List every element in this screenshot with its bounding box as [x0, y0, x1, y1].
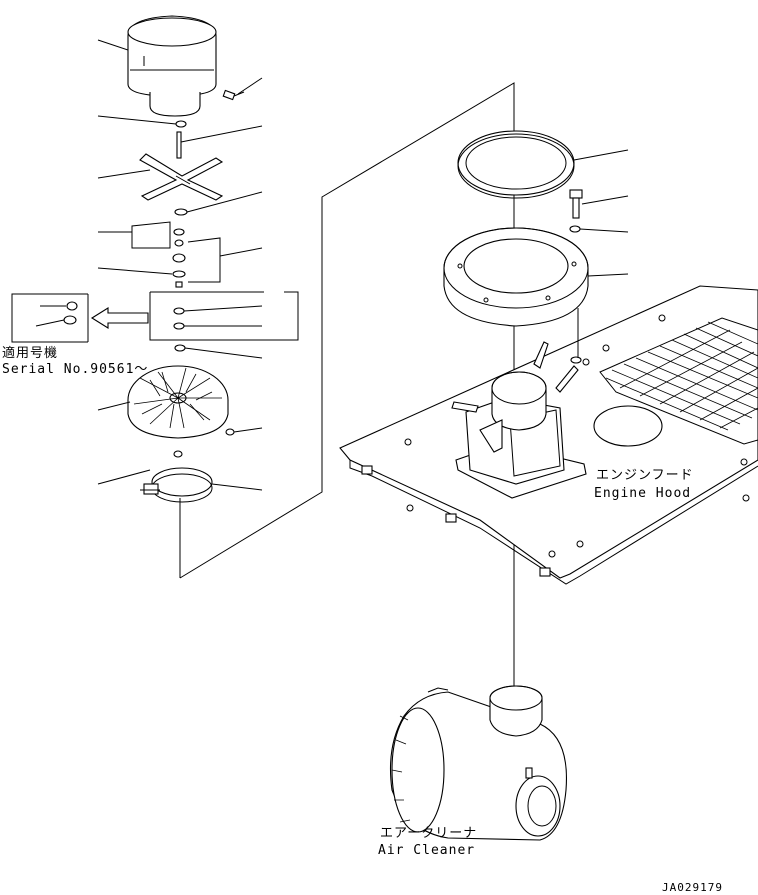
leader-bracket [97, 169, 151, 179]
cross-bracket [139, 153, 224, 201]
group-bracket-right [187, 237, 221, 283]
leader-washer [186, 191, 263, 213]
leader-adapter [587, 273, 629, 277]
washer-d [173, 307, 185, 315]
leader-nut [97, 115, 177, 125]
washer-c [172, 270, 186, 278]
precleaner-cap [127, 15, 217, 117]
air-cleaner-label-jp: エアークリーナ [380, 826, 478, 841]
nut-fan [225, 428, 235, 436]
leader-nut-fan [233, 427, 263, 433]
leader-group-right [219, 247, 263, 257]
washer-e [173, 322, 185, 330]
air-cleaner [389, 685, 568, 841]
leader-hex-bolt [581, 195, 629, 205]
leader-serial-washer [35, 319, 65, 327]
serial-nut [66, 301, 78, 311]
leader-washer-f [184, 347, 263, 359]
leader-clamp-left [97, 469, 151, 485]
washer-a [173, 228, 185, 236]
washer-b [174, 239, 184, 247]
impeller-fan [127, 365, 229, 439]
mounting-bracket [451, 341, 587, 499]
leader-washer-d [183, 305, 263, 312]
group-bracket-left [98, 221, 171, 249]
leader-clamp-right [211, 483, 263, 491]
engine-hood-label-en: Engine Hood [594, 486, 692, 501]
nut-b [172, 253, 186, 263]
washer-g [569, 225, 581, 233]
serial-label-en: Serial No.90561～ [2, 362, 149, 377]
leader-gasket [573, 149, 629, 161]
washer-upper [174, 208, 188, 216]
leader-rod [180, 125, 263, 143]
left-arrow-icon [90, 307, 149, 329]
engine-hood-label-jp: エンジンフード [596, 468, 694, 483]
drawing-code: JA029179 [662, 881, 723, 894]
bolt-small [222, 89, 245, 101]
leader-fan [97, 401, 131, 411]
band-clamp [140, 467, 213, 503]
nut-lower [173, 450, 183, 458]
spacer [175, 281, 183, 288]
adapter-ring [443, 227, 589, 327]
rod [176, 131, 182, 159]
serial-label-jp: 適用号機 [2, 346, 59, 361]
serial-washer [63, 315, 77, 325]
leader-washer-c [97, 267, 173, 275]
gasket-ring [457, 130, 575, 199]
leader-bolt [237, 77, 263, 95]
hex-bolt [569, 189, 583, 219]
air-cleaner-label-en: Air Cleaner [378, 843, 476, 858]
leader-cap [97, 39, 129, 51]
washer-f [174, 344, 186, 352]
serial-bracket-left [11, 293, 18, 343]
leader-washer-g [579, 228, 629, 233]
group-box-right [149, 291, 299, 341]
nut [175, 120, 187, 128]
